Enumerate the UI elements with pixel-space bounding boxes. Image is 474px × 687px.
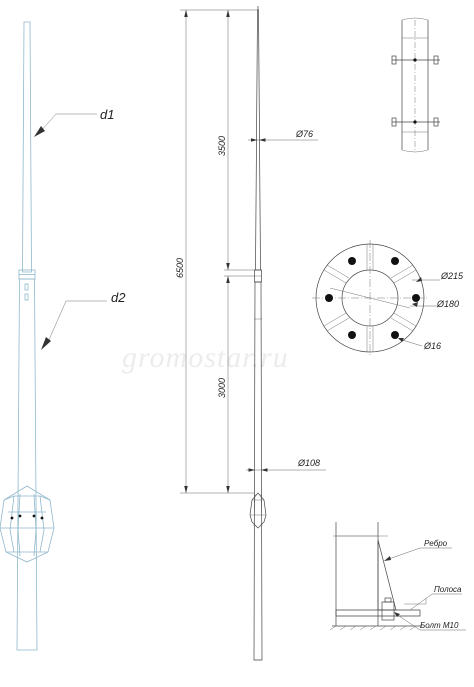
d1-callout: d1 — [34, 107, 114, 137]
dim-3000: 3000 — [217, 378, 227, 398]
label-d2: d2 — [111, 290, 126, 305]
lower-pole-section — [16, 278, 38, 651]
diameter-upper-callout: Ø76 — [248, 129, 318, 142]
label-rib: Ребро — [424, 539, 448, 548]
label-strip: Полоса — [434, 585, 462, 594]
upper-bolt — [391, 55, 440, 65]
middle-base — [249, 492, 267, 529]
label-d1: d1 — [100, 107, 114, 122]
upper-pole-section — [22, 21, 32, 273]
flange-bolt-holes — [325, 257, 420, 339]
label-bolt: Болт М10 — [420, 621, 459, 630]
flange-d215: Ø215 — [440, 271, 464, 281]
rib-detail-view: Ребро Полоса Болт М10 — [329, 522, 466, 631]
d2-callout: d2 — [41, 290, 126, 350]
bolt-m10 — [381, 601, 395, 621]
dim-d76: Ø76 — [295, 129, 313, 139]
dim-6500: 6500 — [175, 258, 185, 278]
strip-plate — [335, 609, 421, 617]
dim-d108: Ø108 — [297, 458, 320, 468]
middle-lower-section — [253, 281, 263, 661]
left-pole-view: d1 d2 — [0, 21, 126, 651]
sleeve-side-view — [391, 17, 440, 153]
dim-3500: 3500 — [217, 136, 227, 156]
watermark: gromostar.ru — [122, 341, 289, 374]
dimension-upper: 3500 — [217, 10, 255, 271]
flange-d180: Ø180 — [436, 299, 459, 309]
flange-d16: Ø16 — [423, 341, 441, 351]
middle-pole-view: 6500 3500 3000 Ø76 — [175, 6, 326, 661]
flange-ribs — [323, 244, 417, 352]
dimension-lower: 3000 — [217, 275, 255, 493]
flange-top-view: Ø215 Ø180 Ø16 — [312, 240, 464, 356]
dimension-total: 6500 — [175, 9, 258, 494]
lower-bolt — [391, 117, 440, 127]
diameter-lower-callout: Ø108 — [246, 458, 326, 472]
rib-plate — [377, 539, 397, 611]
base-cage — [0, 485, 55, 563]
